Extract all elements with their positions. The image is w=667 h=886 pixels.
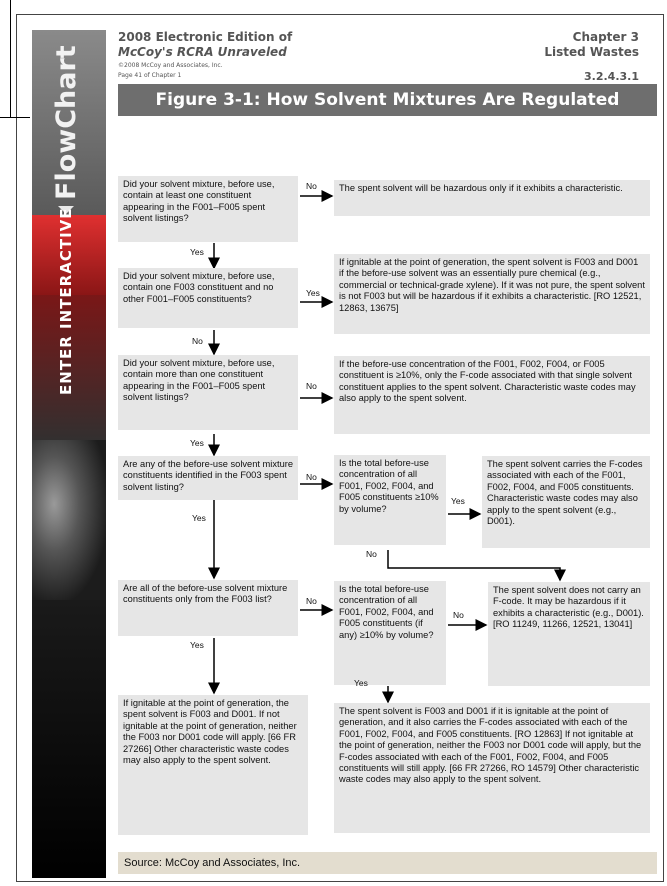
page-frame: [16, 14, 664, 882]
yes-label: Yes: [190, 247, 204, 257]
callout-line: [10, 0, 11, 118]
question-box: Is the total before-use concentration of…: [334, 455, 446, 545]
section-number: 3.2.4.3.1: [584, 70, 639, 83]
no-label: No: [366, 549, 377, 559]
answer-box: The spent solvent is F003 and D001 if it…: [334, 703, 650, 833]
answer-box: If the before-use concentration of the F…: [334, 356, 650, 434]
sidebar-top: [32, 30, 106, 215]
sidebar-mid: [32, 295, 106, 445]
answer-box: The spent solvent does not carry an F-co…: [488, 582, 650, 686]
answer-box: The spent solvent carries the F-codes as…: [482, 456, 650, 548]
copyright: ©2008 McCoy and Associates, Inc.: [118, 62, 223, 69]
book-title: McCoy's RCRA Unraveled: [118, 45, 287, 59]
yes-label: Yes: [451, 496, 465, 506]
no-label: No: [453, 610, 464, 620]
no-label: No: [306, 472, 317, 482]
chapter-number: Chapter 3: [572, 30, 639, 44]
question-box: Are any of the before-use solvent mixtur…: [118, 456, 298, 500]
triangle-icon: [58, 206, 74, 214]
answer-box: If ignitable at the point of generation,…: [334, 254, 650, 334]
no-label: No: [192, 336, 203, 346]
question-box: Are all of the before-use solvent mixtur…: [118, 580, 298, 636]
sidebar-red: [32, 215, 106, 295]
yes-label: Yes: [354, 678, 368, 688]
yes-label: Yes: [190, 640, 204, 650]
question-box: Did your solvent mixture, before use, co…: [118, 355, 298, 430]
yes-label: Yes: [306, 288, 320, 298]
sidebar-bottom: [32, 600, 106, 878]
answer-box: The spent solvent will be hazardous only…: [334, 180, 650, 216]
no-label: No: [306, 381, 317, 391]
edition-title: 2008 Electronic Edition of: [118, 30, 293, 44]
source-note: Source: McCoy and Associates, Inc.: [118, 852, 657, 874]
question-box: Did your solvent mixture, before use, co…: [118, 268, 298, 328]
rope-image: [32, 440, 106, 600]
yes-label: Yes: [190, 438, 204, 448]
question-box: Is the total before-use concentration of…: [334, 581, 446, 685]
page-number: Page 41 of Chapter 1: [118, 72, 182, 79]
yes-label: Yes: [192, 513, 206, 523]
question-box: Did your solvent mixture, before use, co…: [118, 176, 298, 242]
callout-line: [0, 117, 30, 118]
no-label: No: [306, 181, 317, 191]
chapter-title: Listed Wastes: [544, 45, 639, 59]
answer-box: If ignitable at the point of generation,…: [118, 695, 308, 835]
no-label: No: [306, 596, 317, 606]
figure-title: Figure 3-1: How Solvent Mixtures Are Reg…: [118, 84, 657, 116]
